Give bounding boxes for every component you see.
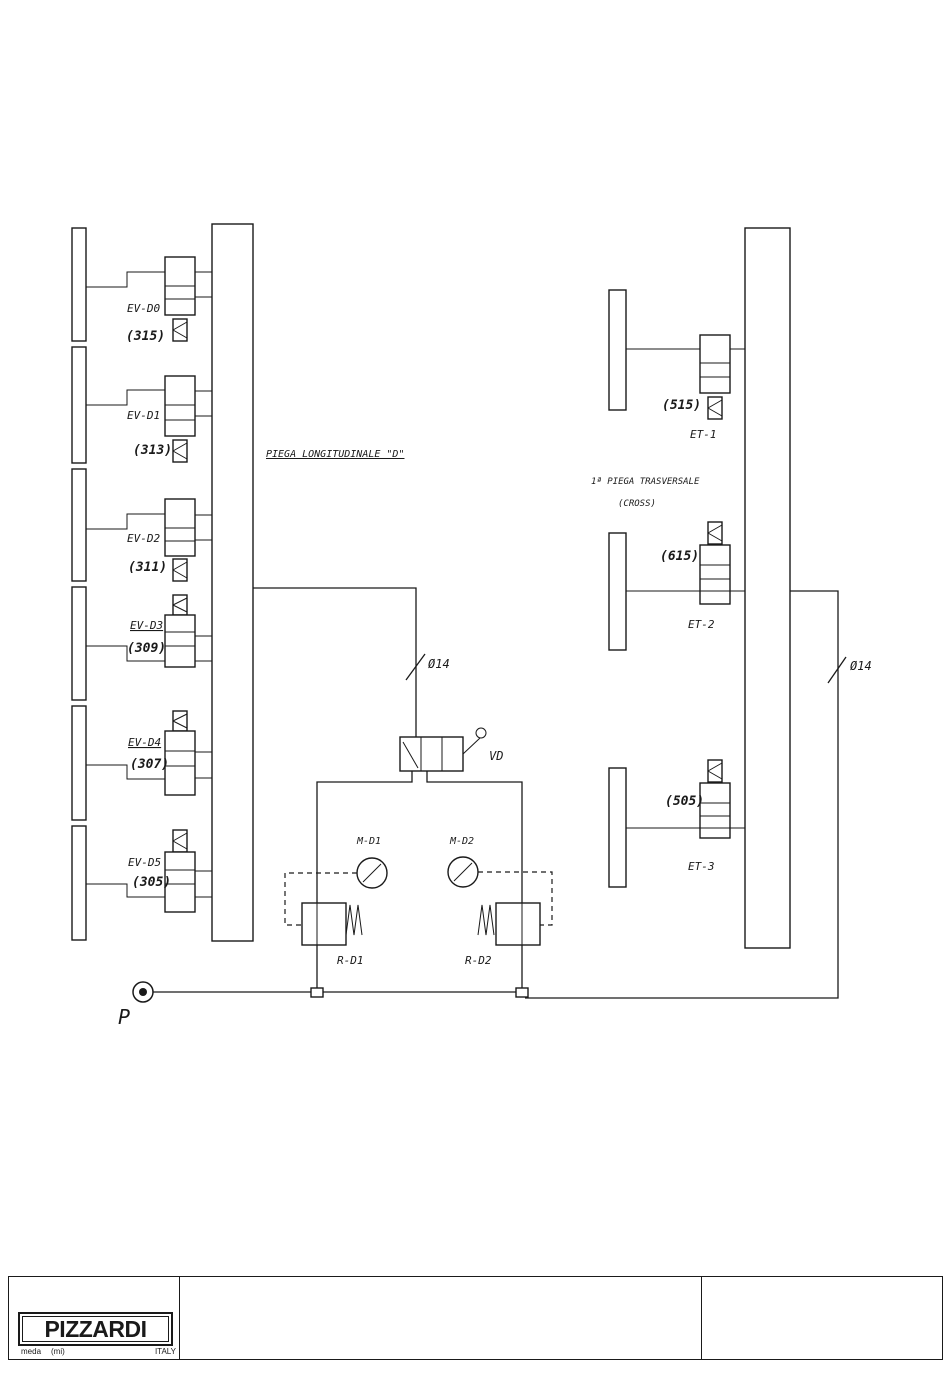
regulator-r-d2 — [478, 903, 540, 945]
valve-code-ev-d4: (307) — [130, 757, 169, 772]
label-longitudinal-fold: PIEGA LONGITUDINALE "D" — [266, 449, 404, 460]
valve-code-ev-d2: (311) — [128, 560, 167, 575]
valve-tag-ev-d3: EV-D3 — [130, 619, 163, 632]
cylinder-et-2 — [609, 533, 626, 650]
label-cross-fold-sub: (CROSS) — [618, 499, 656, 509]
company-logo: PIZZARDI — [18, 1312, 173, 1346]
valve-code-ev-d3: (309) — [127, 641, 166, 656]
valve-tag-et-3: ET-3 — [688, 860, 715, 873]
title-block-description-cell — [180, 1277, 702, 1359]
main-valve-vd — [400, 728, 486, 771]
regulator-r-d1 — [302, 903, 362, 945]
title-block-number-cell — [702, 1277, 942, 1359]
cylinder-ev-d1 — [72, 347, 86, 463]
valve-tag-ev-d0: EV-D0 — [127, 302, 160, 315]
valve-code-et-1: (515) — [662, 398, 701, 413]
cylinder-ev-d0 — [72, 228, 86, 341]
title-block-logo-cell: PIZZARDI meda (mi) ITALY — [9, 1277, 180, 1359]
logo-city: meda — [21, 1347, 41, 1356]
valve-ev-d4 — [86, 711, 212, 795]
valve-tag-et-1: ET-1 — [690, 428, 717, 441]
cylinder-et-1 — [609, 290, 626, 410]
valve-code-ev-d0: (315) — [126, 329, 165, 344]
regulator-label-2: R-D2 — [465, 954, 492, 967]
gauge-label-1: M-D1 — [356, 836, 381, 847]
cylinder-ev-d5 — [72, 826, 86, 940]
pneumatic-schematic: EV-D0 (315) EV-D1 (313) EV-D2 (311) EV-D… — [0, 0, 950, 1270]
logo-country: ITALY — [155, 1347, 176, 1356]
valve-tag-ev-d4: EV-D4 — [128, 736, 161, 749]
supply-label: P — [118, 1005, 130, 1029]
cylinder-ev-d2 — [72, 469, 86, 581]
valve-code-et-3: (505) — [665, 794, 704, 809]
valve-code-ev-d1: (313) — [133, 443, 172, 458]
valve-tag-ev-d1: EV-D1 — [127, 409, 160, 422]
pipe-to-left-manifold — [253, 588, 416, 737]
title-block: PIZZARDI meda (mi) ITALY — [8, 1276, 943, 1360]
valve-tag-ev-d5: EV-D5 — [128, 856, 161, 869]
cylinder-et-3 — [609, 768, 626, 887]
cylinder-ev-d3 — [72, 587, 86, 700]
valve-code-et-2: (615) — [660, 549, 699, 564]
logo-province: (mi) — [51, 1347, 65, 1356]
gauge-label-2: M-D2 — [449, 836, 474, 847]
label-cross-fold: 1ª PIEGA TRASVERSALE — [591, 477, 700, 487]
main-valve-label: VD — [489, 749, 503, 763]
regulator-label-1: R-D1 — [337, 954, 364, 967]
valve-tag-ev-d2: EV-D2 — [127, 532, 160, 545]
valve-code-ev-d5: (305) — [132, 875, 171, 890]
pipe-size-left: Ø14 — [428, 657, 450, 671]
logo-subtitle: meda (mi) ITALY — [21, 1347, 176, 1356]
right-manifold — [745, 228, 790, 948]
left-manifold — [212, 224, 253, 941]
pipe-size-right: Ø14 — [850, 659, 872, 673]
logo-text: PIZZARDI — [22, 1316, 169, 1342]
valve-ev-d5 — [86, 830, 212, 912]
cylinder-ev-d4 — [72, 706, 86, 820]
valve-tag-et-2: ET-2 — [688, 618, 715, 631]
